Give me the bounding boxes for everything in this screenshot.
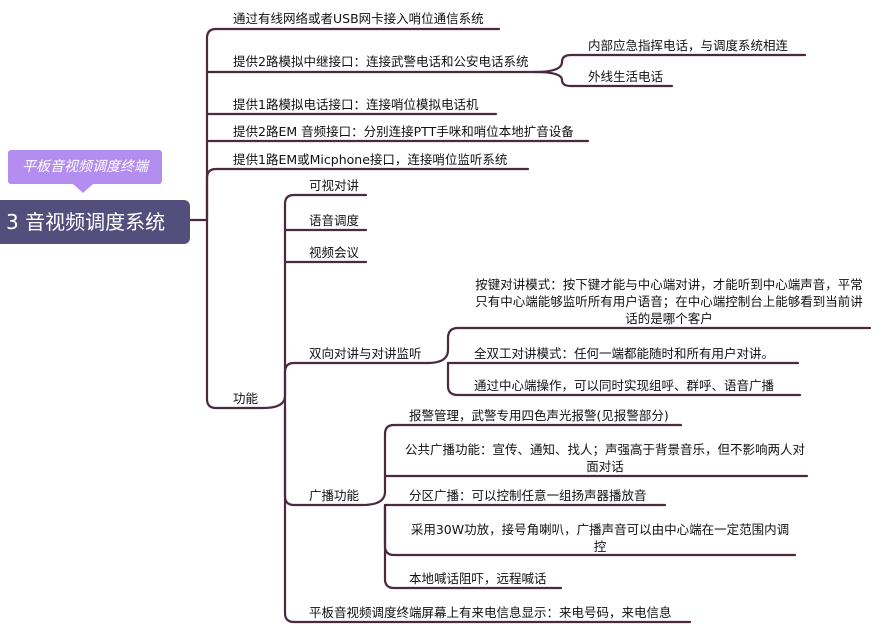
- node-video-intercom[interactable]: 可视对讲: [309, 178, 360, 193]
- node-local-shout[interactable]: 本地喊话阻吓，远程喊话: [409, 571, 547, 586]
- node-broadcast[interactable]: 广播功能: [309, 488, 360, 503]
- node-zone-broadcast[interactable]: 分区广播：可以控制任意一组扬声器播放音: [409, 488, 647, 503]
- node-internal-phone[interactable]: 内部应急指挥电话，与调度系统相连: [588, 38, 789, 53]
- node-amplifier[interactable]: 采用30W功放，接号角喇叭，广播声音可以由中心端在一定范围内调控: [410, 522, 790, 554]
- node-full-duplex[interactable]: 全双工对讲模式：任何一端都能随时和所有用户对讲。: [474, 346, 775, 361]
- node-voice-dispatch[interactable]: 语音调度: [309, 213, 360, 228]
- connector: [283, 406, 692, 624]
- connector: [533, 53, 807, 74]
- connector: [261, 193, 368, 410]
- connector: [205, 167, 530, 222]
- node-alarm-management[interactable]: 报警管理，武警专用四色声光报警(见报警部分): [409, 408, 669, 423]
- root-node[interactable]: 3 音视频调度系统: [0, 200, 190, 244]
- node-group-call[interactable]: 通过中心端操作，可以同时实现组呼、群呼、语音广播: [474, 378, 775, 393]
- node-usb-access[interactable]: 通过有线网络或者USB网卡接入哨位通信系统: [233, 11, 484, 26]
- node-trunk-interface[interactable]: 提供2路模拟中继接口：连接武警电话和公安电话系统: [233, 54, 529, 69]
- connector: [205, 218, 265, 410]
- node-video-conference[interactable]: 视频会议: [309, 245, 360, 260]
- node-external-phone[interactable]: 外线生活电话: [588, 69, 664, 84]
- connector: [283, 361, 430, 410]
- connector: [205, 27, 501, 222]
- node-public-broadcast[interactable]: 公共广播功能：宣传、通知、找人；声强高于背景音乐，但不影响两人对面对话: [405, 442, 806, 474]
- node-ptt-mode[interactable]: 按键对讲模式：按下键才能与中心端对讲，才能听到中心端声音，平常只有中心端能够监听…: [475, 277, 863, 326]
- node-function[interactable]: 功能: [233, 391, 259, 406]
- node-caller-id[interactable]: 平板音视频调度终端屏幕上有来电信息显示：来电号码，来电信息: [309, 605, 672, 620]
- callout-tail: [73, 184, 93, 193]
- callout-label: 平板音视频调度终端: [8, 150, 162, 184]
- connector: [446, 361, 802, 397]
- connector: [533, 70, 674, 88]
- connector: [383, 503, 563, 590]
- node-two-way-intercom[interactable]: 双向对讲与对讲监听: [309, 346, 422, 361]
- node-em-audio[interactable]: 提供2路EM 音频接口：分别连接PTT手咪和哨位本地扩音设备: [233, 124, 574, 139]
- node-em-mic[interactable]: 提供1路EM或Micphone接口，连接哨位监听系统: [233, 152, 508, 167]
- connector: [426, 326, 872, 365]
- connector: [360, 423, 683, 507]
- node-analog-phone[interactable]: 提供1路模拟电话接口：连接哨位模拟电话机: [233, 97, 479, 112]
